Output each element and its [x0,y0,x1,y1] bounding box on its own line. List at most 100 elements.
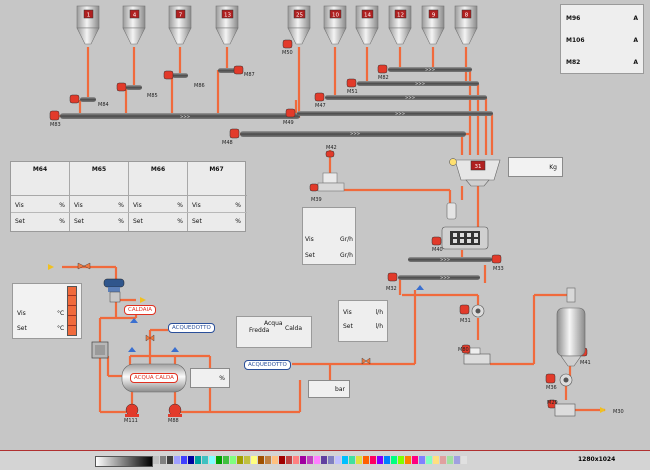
silo-12[interactable] [388,5,412,45]
color-swatch[interactable] [153,456,159,464]
motor-m40[interactable] [431,236,442,246]
silo-7[interactable] [168,5,192,45]
color-swatch[interactable] [230,456,236,464]
silo-8[interactable] [454,5,478,45]
pressure-readout[interactable]: bar [308,380,350,398]
valve-icon[interactable] [77,262,85,270]
tag-acquedotto-2[interactable]: ACQUEDOTTO [244,360,291,370]
pump-m88[interactable] [168,403,182,417]
pump-m36[interactable] [559,373,573,387]
mixer-m40[interactable] [441,202,489,250]
color-swatch[interactable] [251,456,257,464]
color-swatch[interactable] [356,456,362,464]
motor-m31[interactable] [459,304,470,315]
silo-1[interactable] [76,5,100,45]
unit-m29[interactable] [554,403,576,417]
color-swatch[interactable] [314,456,320,464]
valve-icon[interactable] [145,334,151,342]
silo-13[interactable] [215,5,239,45]
conveyor-m48[interactable] [240,131,466,137]
motor-m51[interactable] [346,78,357,88]
silo-14[interactable] [355,5,379,45]
motor-m36[interactable] [545,373,556,384]
pump-m111[interactable] [125,403,139,417]
color-swatch[interactable] [370,456,376,464]
color-swatch[interactable] [342,456,348,464]
color-swatch[interactable] [237,456,243,464]
color-swatch[interactable] [335,456,341,464]
motor-m33[interactable] [491,254,502,264]
conveyor-m32[interactable] [398,275,480,280]
feeder-m39[interactable] [309,172,345,192]
color-swatch[interactable] [279,456,285,464]
color-swatch[interactable] [167,456,173,464]
conveyor-m51[interactable] [357,81,479,86]
color-swatch[interactable] [223,456,229,464]
color-swatch[interactable] [377,456,383,464]
color-swatch[interactable] [433,456,439,464]
tag-acquedotto-1[interactable]: ACQUEDOTTO [168,323,215,333]
conveyor-m83[interactable] [60,113,300,119]
vertical-tank[interactable] [556,287,586,367]
motor-m86[interactable] [163,70,174,80]
conveyor-m86[interactable] [172,73,188,78]
tank-level-readout[interactable]: % [190,368,230,388]
conveyor-m33[interactable] [408,257,492,262]
color-swatch[interactable] [307,456,313,464]
silo-25[interactable] [287,5,311,45]
motor-m82[interactable] [377,64,388,74]
color-swatch[interactable] [160,456,166,464]
pump-m31[interactable] [471,304,485,318]
color-swatch[interactable] [461,456,467,464]
motor-m42[interactable] [325,150,335,158]
color-swatch[interactable] [349,456,355,464]
color-swatch[interactable] [440,456,446,464]
silo-4[interactable] [122,5,146,45]
conveyor-m49[interactable] [297,111,493,116]
color-swatch[interactable] [454,456,460,464]
conveyor-m84[interactable] [80,97,96,102]
color-swatch[interactable] [244,456,250,464]
color-swatch[interactable] [419,456,425,464]
color-swatch[interactable] [300,456,306,464]
conveyor-m85[interactable] [126,85,142,90]
motor-m85[interactable] [116,82,127,92]
color-swatch[interactable] [426,456,432,464]
color-swatch[interactable] [398,456,404,464]
motor-m49[interactable] [285,108,296,118]
weight-readout[interactable]: Kg [508,157,563,177]
control-valve[interactable] [103,278,125,303]
color-swatch[interactable] [174,456,180,464]
heat-exchanger[interactable] [91,341,109,359]
tag-caldaia[interactable]: CALDAIA [124,305,156,315]
color-swatch[interactable] [412,456,418,464]
color-swatch[interactable] [286,456,292,464]
silo-10[interactable] [323,5,347,45]
color-swatch[interactable] [293,456,299,464]
color-swatch[interactable] [202,456,208,464]
weigh-hopper[interactable] [449,158,501,187]
tag-acqua-calda[interactable]: ACQUA CALDA [130,373,178,383]
color-swatch[interactable] [272,456,278,464]
color-swatch[interactable] [195,456,201,464]
motor-m47[interactable] [314,92,325,102]
color-swatch[interactable] [209,456,215,464]
unit-m30[interactable] [463,347,491,365]
color-swatch[interactable] [447,456,453,464]
motor-m48[interactable] [229,128,240,139]
color-swatch[interactable] [391,456,397,464]
motor-m83[interactable] [49,110,60,121]
color-swatch[interactable] [181,456,187,464]
motor-m87[interactable] [233,65,244,75]
color-swatch[interactable] [363,456,369,464]
motor-m84[interactable] [69,94,80,104]
grayscale-swatch[interactable] [95,456,153,467]
color-swatch[interactable] [384,456,390,464]
conveyor-m82[interactable] [388,67,472,72]
valve-icon[interactable] [361,357,367,365]
color-swatch[interactable] [265,456,271,464]
motor-m32[interactable] [387,272,398,282]
silo-9[interactable] [421,5,445,45]
color-swatch[interactable] [328,456,334,464]
motor-m50[interactable] [282,39,293,49]
